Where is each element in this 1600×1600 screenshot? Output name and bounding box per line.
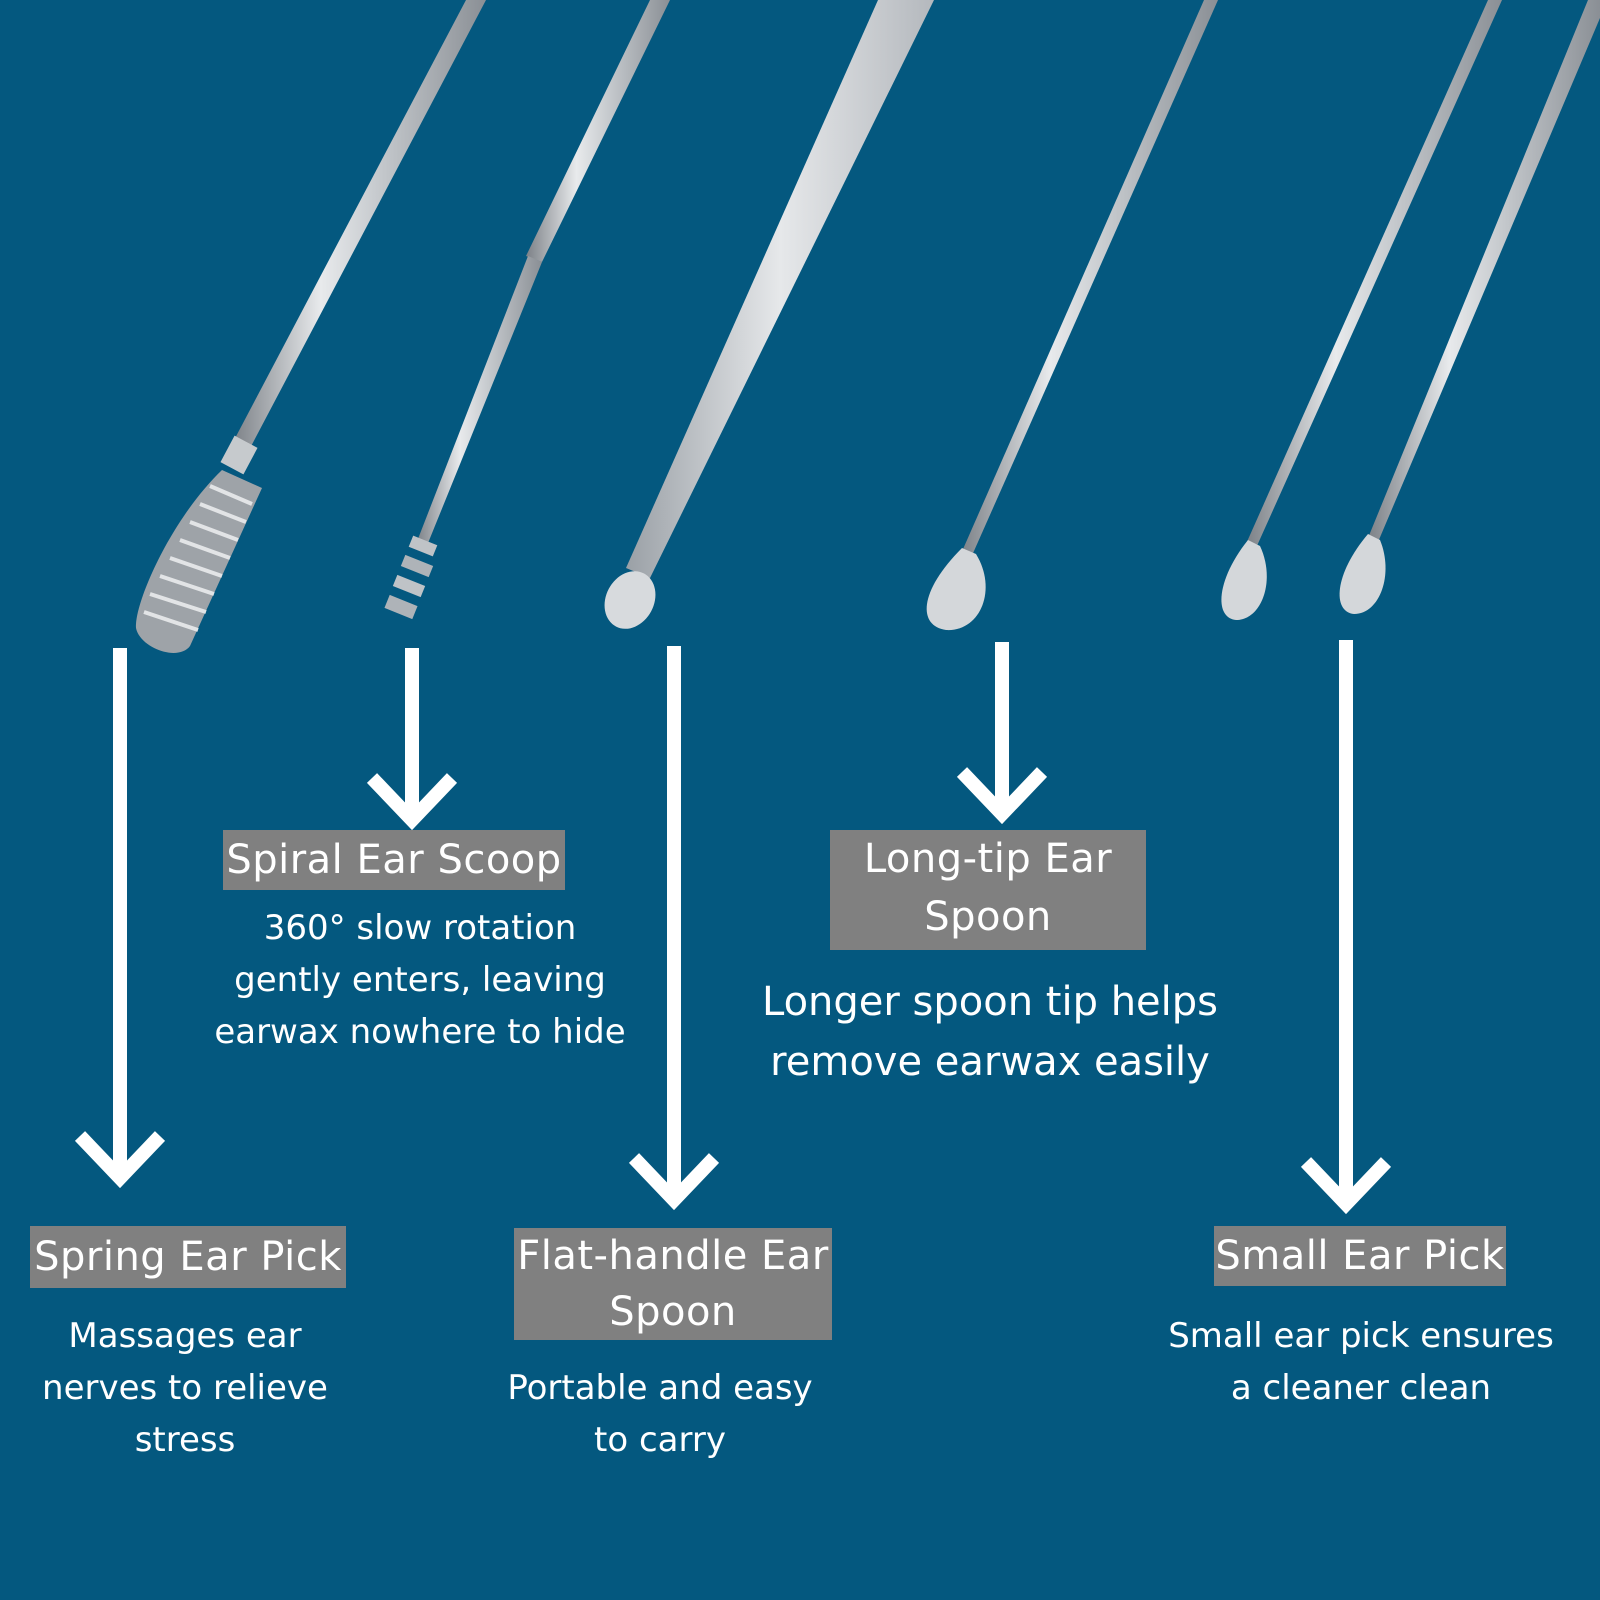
desc-small-ear-pick: Small ear pick ensures a cleaner clean bbox=[1168, 1316, 1554, 1408]
arrow-spring bbox=[74, 648, 166, 1189]
desc-long-tip-ear-spoon: Longer spoon tip helps remove earwax eas… bbox=[761, 979, 1218, 1085]
arrow-longtip bbox=[956, 642, 1048, 825]
arrow-spiral bbox=[366, 648, 458, 831]
arrow-flat bbox=[628, 646, 720, 1211]
flat-handle-ear-spoon-icon bbox=[604, 0, 934, 629]
label-spiral-ear-scoop: Spiral Ear Scoop bbox=[223, 830, 565, 890]
desc-flat-handle-ear-spoon: Portable and easy to carry bbox=[507, 1368, 813, 1460]
label-small-ear-pick: Small Ear Pick bbox=[1214, 1226, 1506, 1286]
label-long-tip-ear-spoon: Long-tip Ear Spoon bbox=[830, 830, 1146, 950]
spiral-ear-scoop-icon bbox=[384, 0, 670, 620]
label-flat-handle-ear-spoon: Flat-handle Ear Spoon bbox=[514, 1228, 832, 1340]
desc-spiral-ear-scoop: 360° slow rotation gently enters, leavin… bbox=[214, 908, 626, 1052]
spring-ear-pick-icon bbox=[135, 0, 486, 653]
label-spring-ear-pick: Spring Ear Pick bbox=[30, 1226, 346, 1288]
arrow-small bbox=[1300, 640, 1392, 1215]
desc-spring-ear-pick: Massages ear nerves to relieve stress bbox=[42, 1316, 328, 1460]
long-tip-ear-spoon-icon bbox=[926, 0, 1218, 631]
small-ear-pick-icon bbox=[1221, 0, 1600, 620]
